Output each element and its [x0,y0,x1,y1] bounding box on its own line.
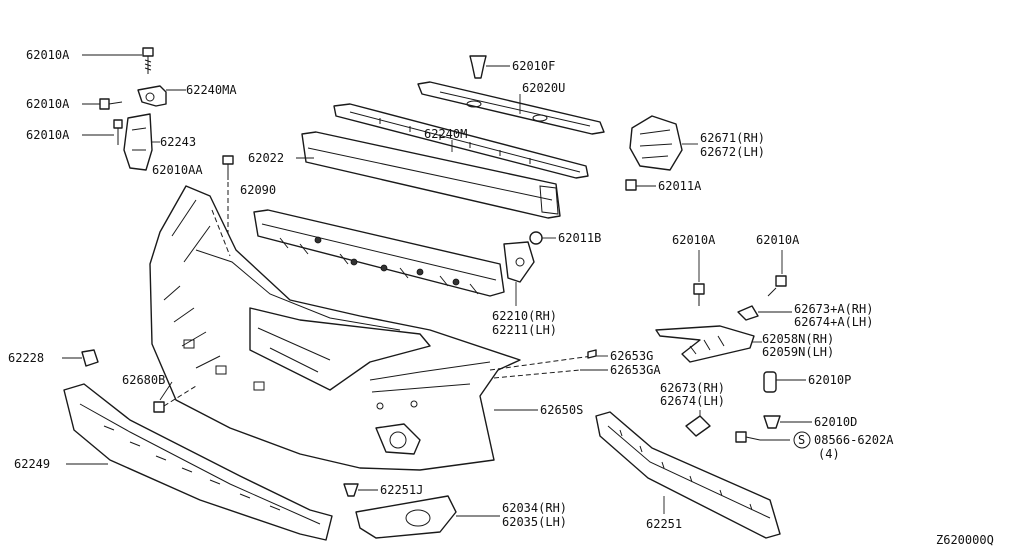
label-62022: 62022 [248,151,284,165]
bolt-62010a-top [82,47,154,74]
bracket-62240ma [137,85,186,107]
label-62010a-1: 62010A [26,48,70,62]
label-62010aa: 62010AA [152,163,203,177]
bumper-fascia-62650s [149,185,538,471]
label-62674: 62674(LH) [660,394,725,408]
label-62011a: 62011A [658,179,702,193]
nut-62011b [529,231,556,245]
clip-62673 [685,410,711,437]
label-62011b: 62011B [558,231,601,245]
fog-bracket-62671 [629,115,698,171]
label-62010a-2: 62010A [26,97,70,111]
absorber-62240m [333,103,589,179]
label-62228: 62228 [8,351,44,365]
label-62680b: 62680B [122,373,165,387]
label-62240ma: 62240MA [186,83,237,97]
bolt-62010a-mid [82,98,123,110]
reinforcement-62022 [296,131,561,219]
label-62673: 62673(RH) [660,381,725,395]
retainer-62058n [655,325,762,363]
grommet-62680b [153,381,197,413]
lower-cover-62249 [63,383,333,541]
fog-finisher-62034 [355,495,500,539]
label-62672: 62672(LH) [700,145,765,159]
label-62210: 62210(RH) [492,309,557,323]
label-62671: 62671(RH) [700,131,765,145]
label-62010p: 62010P [808,373,851,387]
label-62653ga: 62653GA [610,363,661,377]
label-62650s: 62650S [540,403,583,417]
label-62010a-3: 62010A [26,128,70,142]
label-62653g: 62653G [610,349,653,363]
clip-62010d [763,415,812,429]
label-62090: 62090 [240,183,276,197]
label-62673a: 62673+A(RH) [794,302,873,316]
s-symbol-letter: S [798,433,805,447]
bracket-62243 [123,113,160,171]
grille-62251 [595,411,781,539]
label-62674a: 62674+A(LH) [794,315,873,329]
label-62035: 62035(LH) [502,515,567,529]
bolt-62010a-r1 [693,250,705,306]
clip-62010p [763,371,806,393]
absorber-62090 [253,209,505,297]
upper-stay-62020u [417,81,605,135]
s-symbol-icon [793,431,811,449]
grommet-62228 [62,349,99,367]
label-62211: 62211(LH) [492,323,557,337]
bolt-62010a-r2 [767,250,787,297]
label-62010d: 62010D [814,415,857,429]
clip-62010f [469,55,510,79]
label-62034: 62034(RH) [502,501,567,515]
clip-62251j [343,483,378,497]
label-62020u: 62020U [522,81,565,95]
label-62010f: 62010F [512,59,555,73]
label-08566: 08566-6202A [814,433,894,447]
label-62240m: 62240M [424,127,467,141]
label-62251: 62251 [646,517,682,531]
label-62251j: 62251J [380,483,423,497]
label-62059n: 62059N(LH) [762,345,834,359]
bolt-62011a [625,179,656,191]
diagram-code: Z620000Q [936,533,994,547]
screw-08566 [735,431,811,449]
label-qty: (4) [818,447,840,461]
label-62243: 62243 [160,135,196,149]
bracket-62210 [503,241,535,306]
label-62058n: 62058N(RH) [762,332,834,346]
label-62010a-4: 62010A [672,233,716,247]
clips-62653g [489,349,608,379]
label-62249: 62249 [14,457,50,471]
clip-62673a [737,305,792,321]
label-62010a-5: 62010A [756,233,800,247]
bolt-62010a-low [82,119,123,145]
